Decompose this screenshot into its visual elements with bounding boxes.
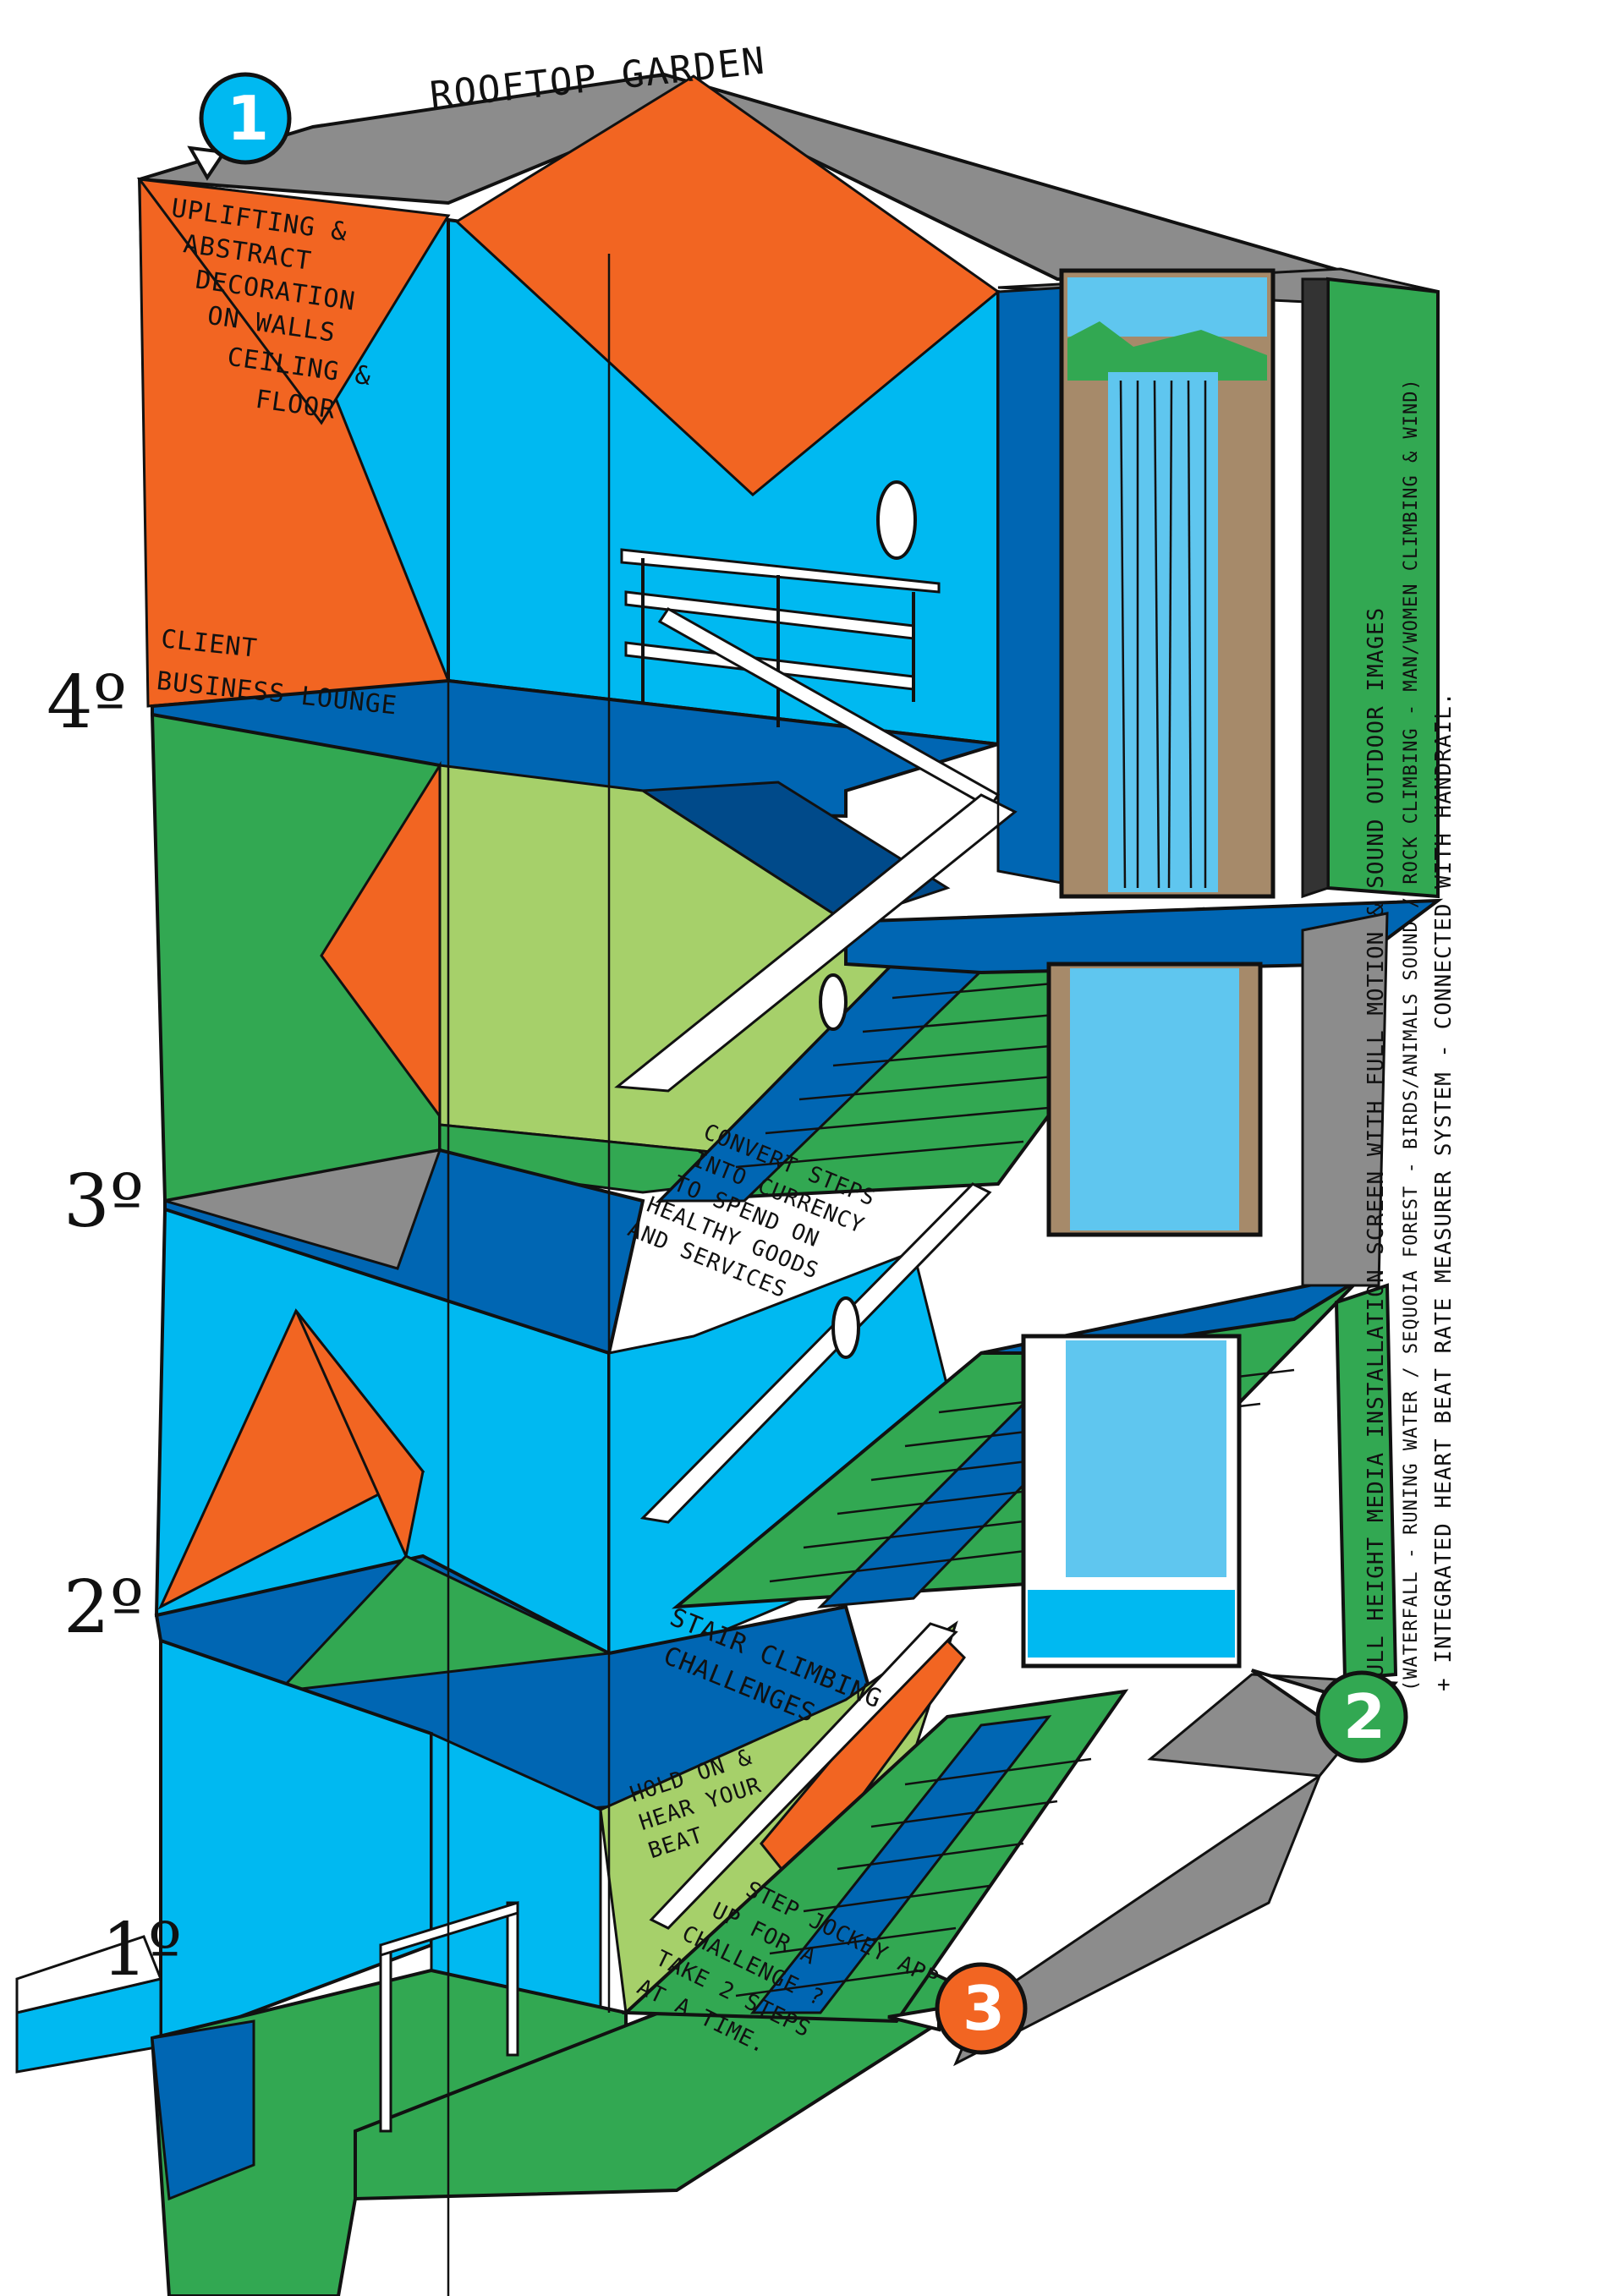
svg-text:2: 2 [1343, 1681, 1385, 1752]
ground-blue [151, 2019, 255, 2201]
sensor-disc [831, 1296, 860, 1359]
sensor-disc [876, 480, 917, 560]
svg-text:FULL HEIGHT MEDIA INSTALLATION: FULL HEIGHT MEDIA INSTALLATION SCREEN WI… [1363, 607, 1389, 1691]
sensor-disc [819, 973, 848, 1031]
floor2-green [276, 1554, 614, 1693]
right-mid-gray [1301, 912, 1389, 1287]
floor-label-2: 2º [63, 1565, 144, 1650]
handrails [379, 548, 1018, 2133]
media-screen [1021, 268, 1276, 1669]
top-right-navy [996, 286, 1067, 885]
svg-text:+ INTEGRATED HEART BEAT RATE M: + INTEGRATED HEART BEAT RATE MEASURER SY… [1431, 692, 1457, 1691]
top-left-orange-2 [136, 178, 451, 425]
entry-white [15, 1935, 163, 2014]
badge-3: 3 [887, 1962, 1028, 2055]
construction-lines [447, 220, 1000, 2296]
svg-text:1: 1 [227, 83, 269, 154]
svg-text:3: 3 [963, 1973, 1005, 2044]
media-note: FULL HEIGHT MEDIA INSTALLATION SCREEN WI… [1363, 378, 1457, 1691]
floor-label-4: 4º [47, 660, 127, 745]
flight-2-1-band [749, 1715, 1052, 2014]
right-green-wall-lower [1334, 1283, 1398, 1681]
badge-2: 2 [1250, 1669, 1408, 1763]
right-gray-strip [1301, 277, 1330, 899]
badge-1: 1 [187, 72, 292, 181]
floor2-orange-2 [294, 1310, 425, 1560]
floor-label-3: 3º [63, 1159, 144, 1244]
floor-label-1: 1º [102, 1908, 182, 1992]
svg-text:(WATERFALL - RUNING WATER / SE: (WATERFALL - RUNING WATER / SEQUOIA FORE… [1401, 378, 1422, 1691]
floor3-gray [164, 1148, 442, 1270]
floor-levels: 4º 3º 2º 1º [47, 660, 182, 1992]
